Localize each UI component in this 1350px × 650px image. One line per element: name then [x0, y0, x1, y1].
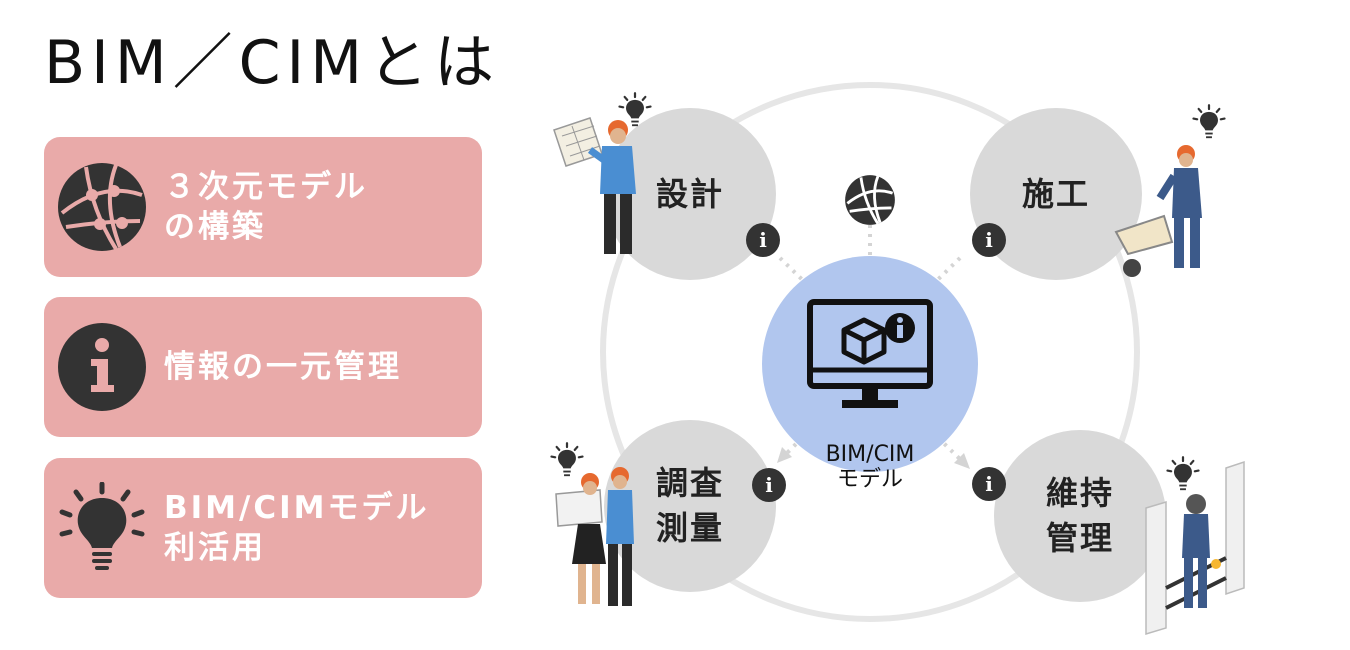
info-icon: i [746, 223, 780, 257]
feature-card-3d-model: ３次元モデル の構築 [44, 137, 482, 277]
info-icon: i [752, 468, 786, 502]
surveyors-illustration [555, 467, 634, 606]
info-icon [58, 323, 146, 411]
card-title-line2: 利活用 [164, 530, 266, 566]
core-model-label: BIM/CIM モデル [762, 442, 978, 493]
feature-card-model-utilization: BIM/CIMモデル 利活用 [44, 458, 482, 598]
core-model-circle [762, 256, 978, 472]
lightbulb-icon [59, 482, 145, 570]
globe-network-icon [58, 163, 146, 251]
lightbulb-icon [1192, 104, 1226, 139]
lightbulb-icon [1166, 456, 1200, 491]
info-icon: i [972, 223, 1006, 257]
phase-maintenance: 維持 管理 [994, 430, 1166, 602]
bim-cim-lifecycle-diagram: 設計 施工 調査 測量 維持 管理 BIM/CIM モデル [520, 80, 1350, 650]
lightbulb-icon [618, 92, 652, 127]
welder-maintenance-illustration [1145, 460, 1245, 636]
card-title-line1: 情報の一元管理 [164, 348, 402, 385]
info-icon: i [972, 467, 1006, 501]
core-model-label-line1: BIM/CIM [825, 442, 915, 467]
core-model-label-line2: モデル [836, 467, 903, 493]
phase-survey: 調査 測量 [604, 420, 776, 592]
phase-survey-label-line1: 調査 [655, 464, 724, 503]
feature-card-info-management: 情報の一元管理 [44, 297, 482, 437]
card-title-line2: の構築 [164, 209, 266, 245]
card-title-line1: BIM/CIMモデル [164, 489, 430, 526]
lightbulb-icon [550, 442, 584, 477]
worker-with-wheelbarrow-illustration [1114, 145, 1202, 277]
page-title: BIM／CIMとは [44, 28, 500, 98]
phase-construction-label: 施工 [1021, 174, 1090, 213]
globe-network-icon [845, 175, 895, 225]
phase-maintenance-label-line1: 維持 [1045, 474, 1114, 513]
phase-maintenance-label-line2: 管理 [1045, 519, 1114, 557]
phase-design-label: 設計 [655, 174, 724, 213]
architect-with-blueprint-illustration [553, 117, 636, 254]
card-title-line1: ３次元モデル [164, 168, 368, 205]
phase-survey-label-line2: 測量 [655, 509, 724, 547]
monitor-cube-icon [807, 299, 933, 408]
